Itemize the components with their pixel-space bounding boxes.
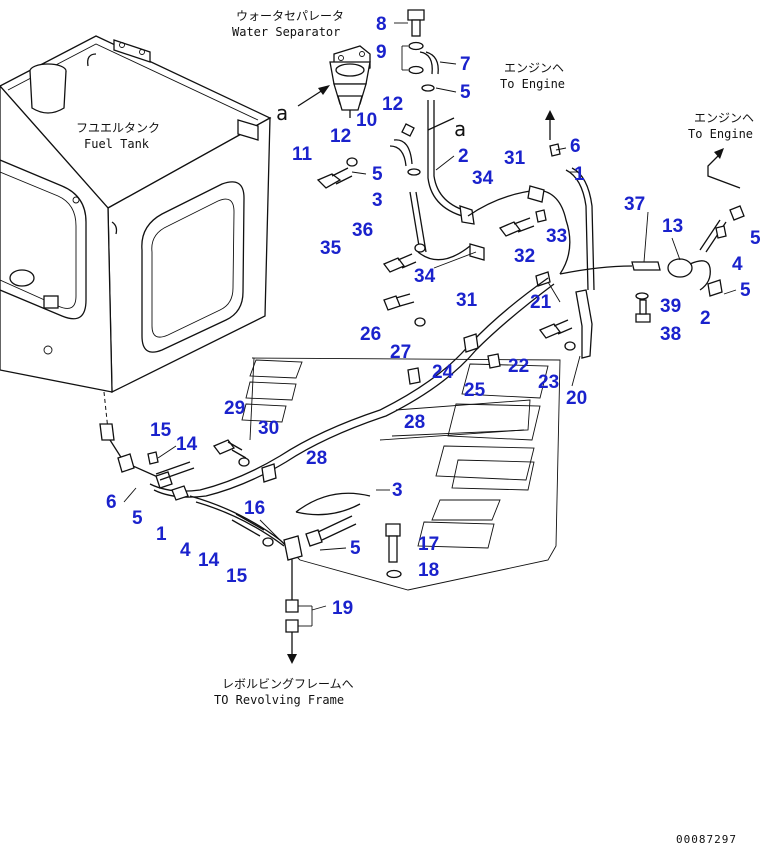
engine-caption-en-1: To Engine [500,77,565,91]
callout-14a: 14 [176,434,198,455]
water-separator-caption-jp: ウォータセパレータ [236,9,344,23]
callout-26: 26 [360,324,381,345]
figure-number: 00087297 [676,833,737,846]
callout-20: 20 [566,388,587,409]
callout-32: 32 [514,246,535,267]
water-separator-caption-en: Water Separator [232,25,340,39]
callout-6a: 6 [570,136,581,157]
callout-15b: 15 [226,566,248,587]
water-separator [297,45,371,118]
callout-38: 38 [660,324,681,345]
callout-28a: 28 [404,412,425,433]
callout-29: 29 [224,398,245,419]
callout-3a: 3 [372,190,383,211]
callout-19: 19 [332,598,353,619]
fuel-tank-caption-jp: フユエルタンク [76,121,160,135]
callout-numbers: 8 9 7 5 12 12 10 11 5 3 2 34 31 6 1 37 1… [106,14,761,619]
ref-a-left: a [276,101,288,125]
callout-13: 13 [662,216,683,237]
callout-5f: 5 [350,538,361,559]
engine-caption-jp-1: エンジンヘ [504,61,564,75]
callout-1b: 1 [156,524,167,545]
callout-10: 10 [356,110,377,131]
parts [109,9,745,664]
callout-18: 18 [418,560,439,581]
callout-6b: 6 [106,492,117,513]
callout-2b: 2 [700,308,711,329]
fuel-tank-caption-en: Fuel Tank [84,137,150,151]
callout-14b: 14 [198,550,220,571]
callout-39: 39 [660,296,681,317]
callout-37: 37 [624,194,645,215]
callout-1a: 1 [574,164,585,185]
callout-34a: 34 [472,168,494,189]
callout-21: 21 [530,292,552,313]
callout-5e: 5 [132,508,143,529]
callout-31b: 31 [456,290,478,311]
callout-4a: 4 [732,254,743,275]
engine-caption-en-2: To Engine [688,127,753,141]
callout-27: 27 [390,342,411,363]
callout-5b: 5 [372,164,383,185]
captions: ウォータセパレータ Water Separator フユエルタンク Fuel T… [76,9,754,846]
callout-8: 8 [376,14,387,35]
callout-22: 22 [508,356,529,377]
callout-30: 30 [258,418,279,439]
revolving-frame-caption-en: TO Revolving Frame [214,693,344,707]
callout-16: 16 [244,498,265,519]
callout-4b: 4 [180,540,191,561]
callout-12b: 12 [330,126,351,147]
callout-12a: 12 [382,94,403,115]
callout-28b: 28 [306,448,327,469]
callout-24: 24 [432,362,454,383]
ref-a-right: a [454,117,466,141]
callout-7: 7 [460,54,471,75]
callout-15a: 15 [150,420,172,441]
callout-2a: 2 [458,146,469,167]
callout-5c: 5 [750,228,761,249]
revolving-frame-caption-jp: レボルビングフレームへ [222,677,354,691]
callout-3b: 3 [392,480,403,501]
engine-caption-jp-2: エンジンヘ [694,111,754,125]
callout-11: 11 [292,144,313,165]
callout-17: 17 [418,534,439,555]
callout-33: 33 [546,226,567,247]
callout-25: 25 [464,380,486,401]
callout-34b: 34 [414,266,436,287]
fuel-tank [0,35,272,441]
callout-35: 35 [320,238,342,259]
callout-31a: 31 [504,148,526,169]
callout-23: 23 [538,372,559,393]
callout-9: 9 [376,42,387,63]
callout-5a: 5 [460,82,471,103]
callout-5d: 5 [740,280,751,301]
callout-36: 36 [352,220,373,241]
leader-lines [123,22,737,611]
